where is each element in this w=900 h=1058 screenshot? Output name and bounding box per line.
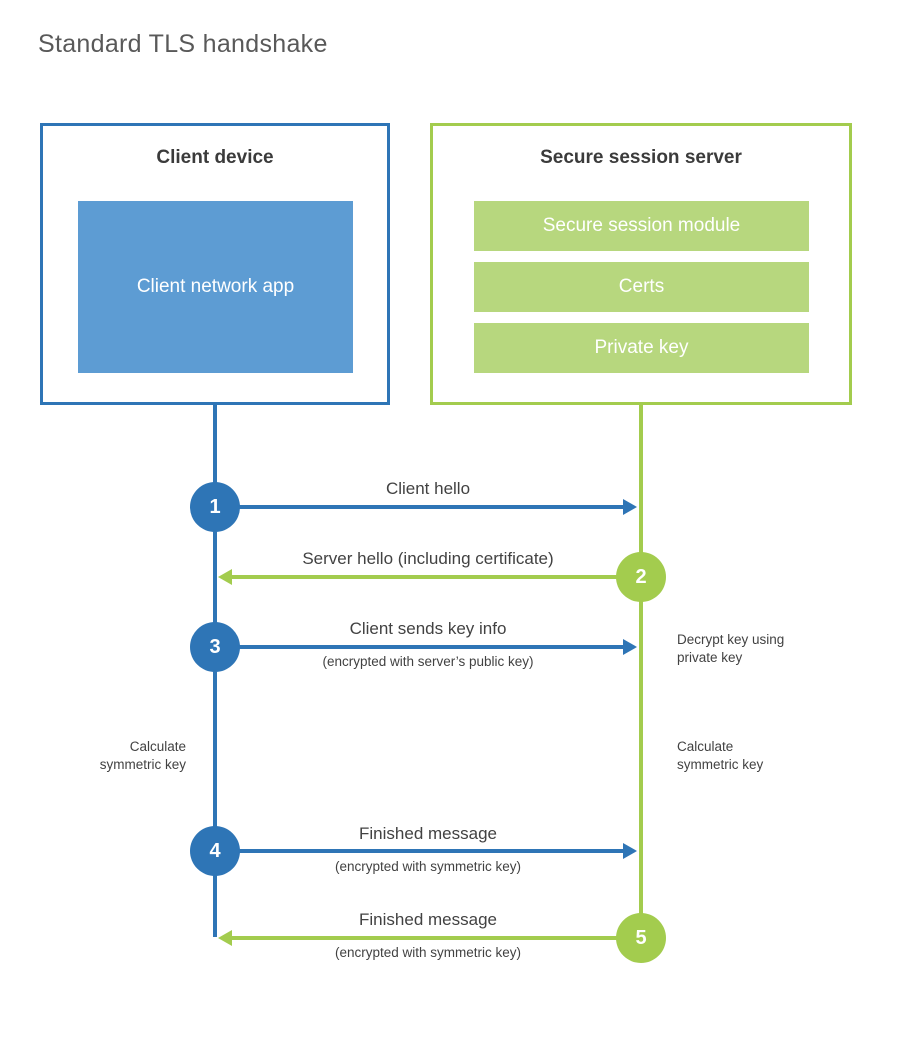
- note-decrypt-key: Decrypt key using private key: [677, 632, 785, 665]
- message-5-arrow-line: [232, 936, 643, 940]
- step-3-circle: 3: [190, 622, 240, 672]
- message-2-arrowhead-icon: [218, 569, 232, 585]
- message-2-label: Server hello (including certificate): [302, 549, 554, 568]
- step-2-circle: 2: [616, 552, 666, 602]
- client-network-app-block: Client network app: [78, 201, 353, 373]
- message-2-arrow-line: [232, 575, 643, 579]
- message-3-arrow-line: [215, 645, 623, 649]
- message-3-label: Client sends key info: [349, 619, 507, 638]
- step-1-circle: 1: [190, 482, 240, 532]
- server-lifeline: [639, 405, 643, 940]
- secure-session-module-block: Secure session module: [474, 201, 809, 251]
- private-key-block: Private key: [474, 323, 809, 373]
- secure-session-server-box: Secure session server Secure session mod…: [430, 123, 852, 405]
- secure-session-server-title: Secure session server: [540, 147, 742, 168]
- message-1-label: Client hello: [385, 479, 471, 498]
- message-5-sublabel: (encrypted with symmetric key): [334, 945, 522, 960]
- client-device-box: Client device Client network app: [40, 123, 390, 405]
- message-1-arrowhead-icon: [623, 499, 637, 515]
- message-5-label: Finished message: [359, 910, 497, 929]
- client-network-app-label: Client network app: [136, 276, 295, 297]
- note-calculate-symmetric-key-server: Calculate symmetric key: [677, 739, 764, 772]
- page-title: Standard TLS handshake: [38, 30, 328, 58]
- message-4-label: Finished message: [359, 824, 497, 843]
- certs-block: Certs: [474, 262, 809, 312]
- step-4-circle: 4: [190, 826, 240, 876]
- message-3-sublabel: (encrypted with server’s public key): [322, 654, 534, 669]
- message-1-arrow-line: [215, 505, 623, 509]
- message-4-arrowhead-icon: [623, 843, 637, 859]
- client-device-title: Client device: [156, 147, 274, 168]
- note-calculate-symmetric-key-client: Calculate symmetric key: [99, 739, 186, 772]
- message-4-arrow-line: [215, 849, 623, 853]
- secure-session-module-label: Secure session module: [542, 215, 741, 236]
- private-key-label: Private key: [594, 337, 689, 358]
- step-5-circle: 5: [616, 913, 666, 963]
- message-3-arrowhead-icon: [623, 639, 637, 655]
- message-5-arrowhead-icon: [218, 930, 232, 946]
- certs-label: Certs: [618, 276, 665, 297]
- message-4-sublabel: (encrypted with symmetric key): [334, 859, 522, 874]
